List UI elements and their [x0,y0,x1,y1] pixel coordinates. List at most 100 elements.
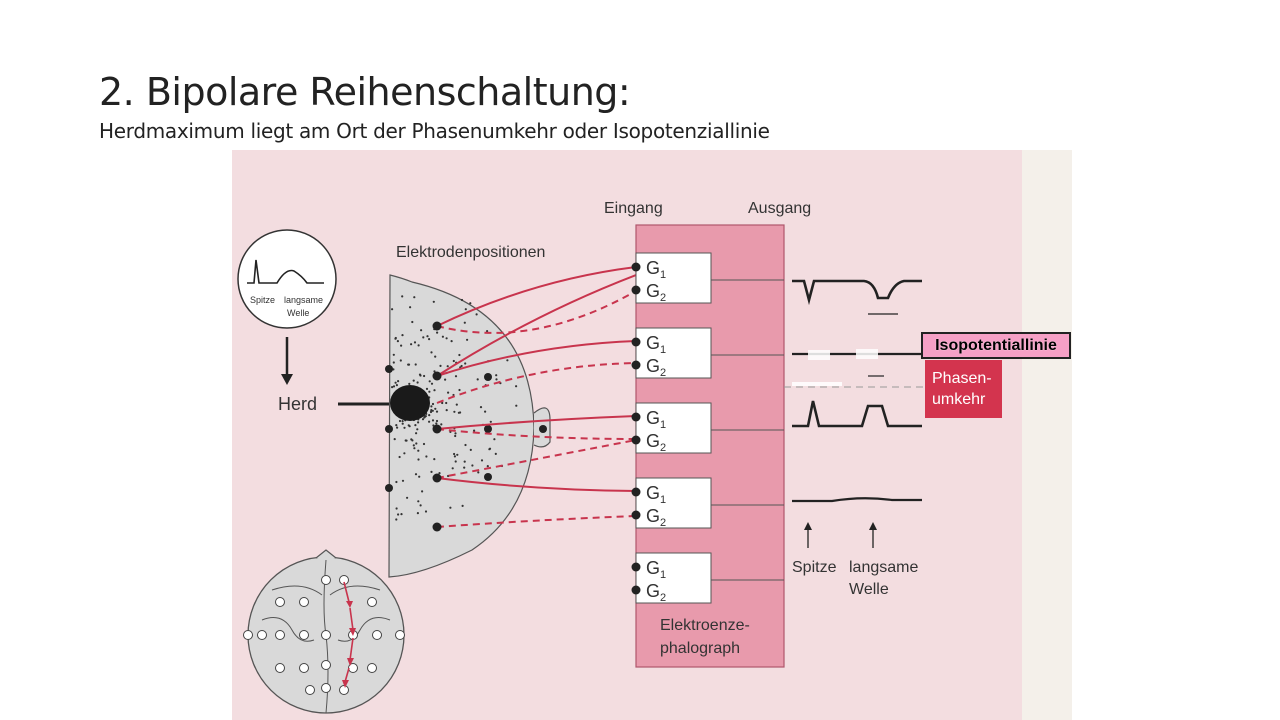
speckle-dot [480,459,484,462]
speckle-dot [463,466,466,469]
speckle-dot [401,295,404,298]
speckle-dot [422,442,426,446]
nose-icon [315,549,337,559]
electrode-circle [275,597,285,607]
speckle-dot [407,424,410,427]
speckle-dot [421,418,425,421]
speckle-dot [428,390,431,393]
speckle-dot [430,409,433,412]
focus-blob [390,385,430,421]
speckle-dot [416,381,419,384]
speckle-dot [397,513,400,516]
slide-title: 2. Bipolare Reihenschaltung: [99,70,631,114]
speckle-dot [435,410,439,413]
speckle-dot [446,365,449,368]
up-arrowhead-icon [869,522,877,530]
electrode-wires [436,266,637,528]
speckle-dot [454,375,458,378]
speckle-dot [450,340,453,343]
speckle-dot [392,361,395,364]
phase-reversal-line1: Phasen- [932,370,992,387]
speckle-dot [396,340,399,343]
speckle-dot [396,426,399,429]
speckle-dot [473,429,476,432]
eeg-diagram: Spitze langsame Welle Herd Elektrodenpos… [232,150,1072,720]
input-label: Eingang [604,200,663,217]
eeg-device: Eingang Ausgang Elektroenze- phalograph … [604,200,811,668]
head-top-view [243,549,405,714]
output-label: Ausgang [748,200,811,217]
top-view-electrodes [243,575,405,695]
speckle-dot [418,475,421,478]
speckle-dot [506,359,509,362]
speckle-dot [401,420,404,423]
speckle-dot [413,296,416,299]
up-arrowhead-icon [804,522,812,530]
speckle-dot [398,419,402,423]
speckle-dot [422,336,425,339]
speckle-dot [414,424,417,427]
electrode-circle [299,597,309,607]
speckle-dot [484,410,487,413]
speckle-dot [451,467,454,470]
speckle-dot [417,500,420,503]
speckle-dot [493,438,496,441]
speckle-dot [414,363,417,366]
speckle-dot [463,460,466,463]
focus-label: Herd [278,394,317,414]
speckle-dot [411,320,414,324]
down-arrowhead-icon [281,374,293,385]
device-label-line1: Elektroenze- [660,617,750,634]
inset-waveform: Spitze langsame Welle [237,229,337,329]
speckle-dot [424,415,427,418]
speckle-dot [392,353,395,356]
speckle-dot [423,416,426,419]
electrode-circle [372,630,382,640]
speckle-dot [415,432,418,435]
speckle-dot [393,438,396,441]
speckle-dot [406,496,409,499]
top-view-arrowheads [342,601,356,688]
speckle-dot [477,471,480,474]
speckle-dot [417,344,420,347]
speckle-dot [430,470,433,473]
inset-spike-label: Spitze [250,295,275,305]
speckle-dot [416,512,419,515]
speckle-dot [395,480,398,484]
speckle-dot [398,455,401,459]
speckle-dot [463,321,466,324]
speckle-dot [433,458,436,461]
speckle-dot [408,382,411,385]
device-label-line2: phalograph [660,640,740,657]
speckle-dot [405,439,408,442]
electrode-circle [243,630,253,640]
speckle-dot [495,374,498,377]
speckle-dot [515,404,518,407]
speckle-dot [415,442,418,445]
speckle-dot [399,359,402,362]
electrode-dot [484,373,492,381]
speckle-dot [464,308,467,311]
speckle-dot [454,434,457,438]
phase-reversal-panel [925,360,1002,418]
speckle-dot [479,406,483,409]
speckle-dot [466,338,469,341]
trace-highlights [792,349,878,386]
speckle-dot [428,380,431,383]
speckle-dot [436,331,439,334]
speckle-dot [489,420,492,423]
speckle-dot [441,401,444,405]
speckle-dot [414,473,418,476]
speckle-dot [401,479,405,482]
electrode-dot [484,425,492,433]
speckle-dot [460,364,463,368]
speckle-dot [431,419,435,422]
speckle-dot [454,432,457,435]
slide-subtitle: Herdmaximum liegt am Ort der Phasenumkeh… [99,119,770,143]
speckle-dot [428,420,431,423]
speckle-dot [469,302,472,305]
speckle-dot [459,411,462,414]
speckle-dot [438,472,441,475]
speckle-dot [447,391,450,394]
speckle-dot [455,403,458,406]
